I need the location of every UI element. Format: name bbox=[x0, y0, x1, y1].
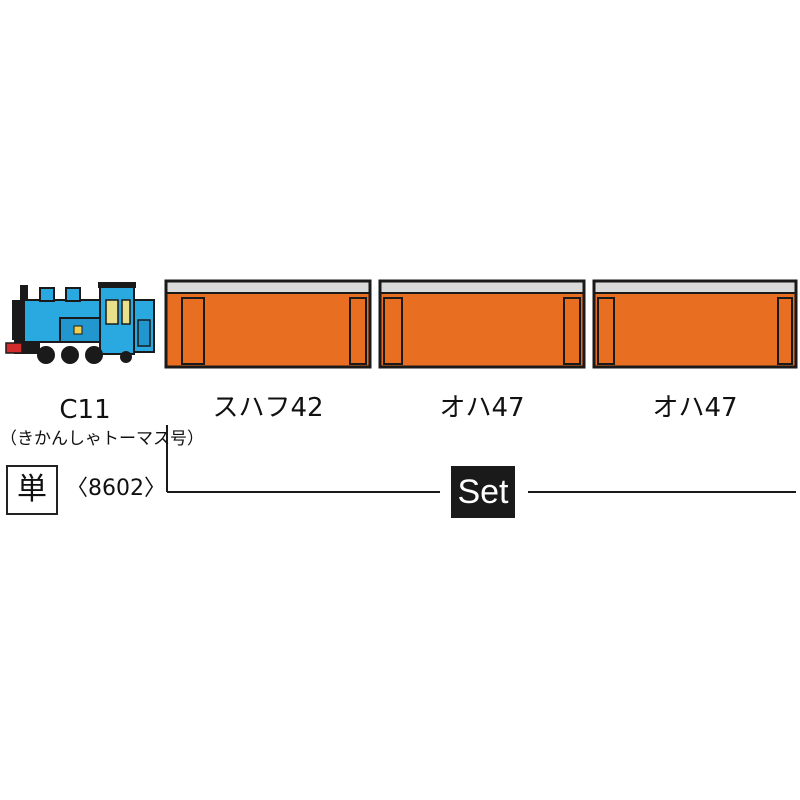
car-label-1: スハフ42 bbox=[212, 393, 324, 423]
locomotive-name: C11 bbox=[59, 395, 111, 425]
car-illustration-1 bbox=[164, 279, 372, 369]
car-illustration-3 bbox=[592, 279, 798, 369]
set-badge: Set bbox=[451, 466, 515, 518]
single-unit-badge: 単 bbox=[6, 465, 58, 515]
locomotive-subtitle: （きかんしゃトーマス号） bbox=[0, 429, 204, 449]
car-label-2: オハ47 bbox=[439, 393, 525, 423]
locomotive-illustration bbox=[5, 282, 155, 364]
product-number: 〈8602〉 bbox=[66, 476, 166, 501]
car-illustration-2 bbox=[378, 279, 586, 369]
set-bracket bbox=[166, 425, 796, 493]
car-label-3: オハ47 bbox=[652, 393, 738, 423]
